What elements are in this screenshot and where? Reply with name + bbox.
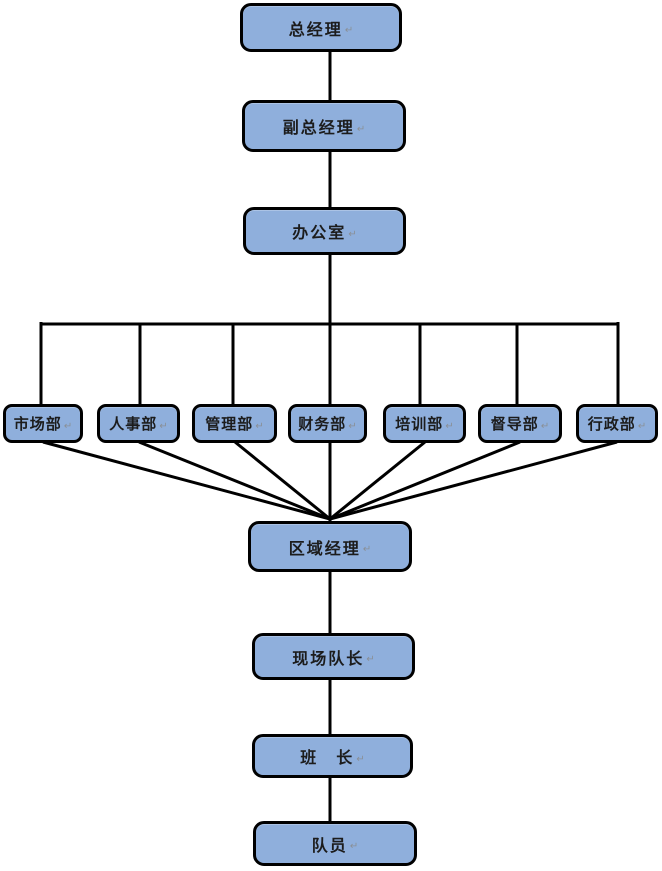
paragraph-mark: ↵	[637, 421, 647, 432]
connector-hr-regional	[138, 440, 331, 521]
org-node-marketing-dept: 市场部↵	[3, 404, 83, 443]
connector-marketing-regional	[42, 440, 331, 521]
node-label: 行政部	[587, 415, 636, 433]
paragraph-mark: ↵	[445, 421, 454, 432]
node-label: 财务部	[298, 415, 347, 433]
node-label: 总经理	[288, 19, 343, 39]
node-label: 办公室	[292, 223, 347, 242]
paragraph-mark: ↵	[159, 421, 168, 432]
paragraph-mark: ↵	[63, 421, 73, 432]
node-label: 班 长	[300, 748, 355, 767]
paragraph-mark: ↵	[255, 421, 264, 432]
org-node-deputy-general-manager: 副总经理↵	[242, 100, 406, 152]
org-node-management-dept: 管理部↵	[192, 404, 277, 443]
node-label: 培训部	[395, 415, 444, 433]
org-node-general-manager: 总经理↵	[240, 3, 402, 52]
paragraph-mark: ↵	[349, 841, 359, 852]
org-node-regional-manager: 区域经理↵	[248, 521, 412, 572]
connector-management-regional	[234, 440, 331, 521]
node-label: 队员	[311, 835, 348, 855]
org-node-office: 办公室↵	[243, 207, 406, 255]
org-node-site-team-leader: 现场队长↵	[252, 633, 415, 680]
paragraph-mark: ↵	[366, 654, 375, 665]
connector-admin-regional	[329, 440, 618, 521]
paragraph-mark: ↵	[356, 753, 365, 765]
paragraph-mark: ↵	[344, 25, 354, 36]
node-label: 人事部	[109, 415, 158, 433]
org-node-squad-leader: 班 长↵	[252, 734, 413, 778]
paragraph-mark: ↵	[348, 421, 357, 432]
org-node-finance-dept: 财务部↵	[288, 404, 367, 443]
node-label: 副总经理	[282, 118, 355, 137]
org-node-supervision-dept: 督导部↵	[478, 404, 562, 443]
node-label: 督导部	[490, 415, 539, 433]
node-label: 区域经理	[288, 538, 361, 558]
node-label: 现场队长	[292, 648, 365, 668]
node-label: 管理部	[205, 415, 254, 433]
node-label: 市场部	[13, 415, 62, 433]
connector-supervision-regional	[329, 440, 521, 521]
paragraph-mark: ↵	[356, 123, 366, 135]
paragraph-mark: ↵	[362, 544, 372, 555]
org-node-admin-dept: 行政部↵	[576, 404, 658, 443]
org-node-hr-dept: 人事部↵	[97, 404, 180, 443]
org-node-team-member: 队员↵	[253, 821, 417, 866]
paragraph-mark: ↵	[348, 228, 357, 240]
org-node-training-dept: 培训部↵	[383, 404, 466, 443]
paragraph-mark: ↵	[540, 421, 550, 432]
connector-training-regional	[329, 440, 426, 521]
